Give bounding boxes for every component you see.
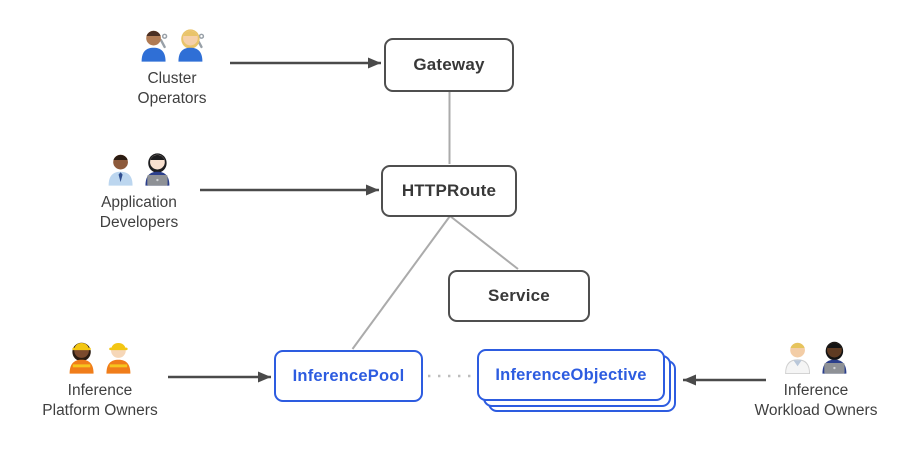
edge-httproute-service: [449, 215, 519, 270]
woman-mechanic-icon: [178, 29, 205, 62]
actor-label-line: Application: [101, 194, 177, 211]
actor-label-line: Inference: [783, 382, 849, 399]
actor-label-line: Inference: [67, 382, 133, 399]
gateway-node: Gateway: [384, 38, 514, 92]
actor-label-line: Operators: [137, 90, 207, 107]
construction-workers-pair-icon: [69, 342, 131, 374]
httproute-node: HTTPRoute: [381, 165, 517, 217]
actor-label-line: Developers: [99, 214, 179, 231]
health-worker-icon: [785, 342, 811, 375]
actor-label-line: Workload Owners: [754, 402, 878, 419]
man-construction-worker-icon: [106, 343, 131, 374]
inferenceobjective-node: InferenceObjective: [477, 349, 665, 401]
inferenceobjective-stack: InferenceObjective: [477, 349, 679, 415]
mechanics-pair-icon: [141, 29, 205, 62]
actor-label-line: Platform Owners: [42, 402, 158, 419]
actor-label-line: Cluster: [147, 70, 197, 87]
actor-inference-platform-owners: Inference Platform Owners: [10, 338, 190, 421]
inferencepool-node: InferencePool: [274, 350, 423, 402]
actor-application-developers: Application Developers: [64, 150, 214, 233]
man-mechanic-icon: [141, 30, 168, 62]
actor-cluster-operators: Cluster Operators: [97, 26, 247, 109]
man-technologist-icon: [822, 341, 847, 374]
edge-httproute-inferencepool: [351, 215, 451, 350]
actor-inference-workload-owners: Inference Workload Owners: [726, 338, 902, 421]
workload-owners-pair-icon: [785, 341, 847, 375]
service-node: Service: [448, 270, 590, 322]
developers-pair-icon: [108, 153, 170, 186]
woman-construction-worker-icon: [69, 342, 94, 374]
woman-technologist-icon: [145, 153, 170, 186]
office-worker-icon: [108, 154, 133, 186]
